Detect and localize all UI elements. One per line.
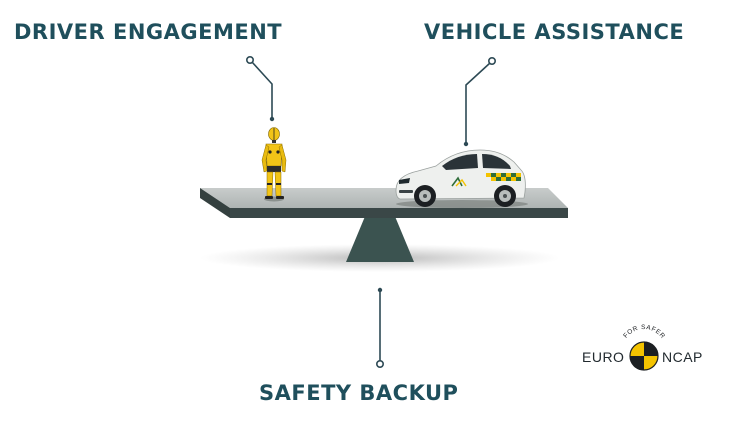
- vehicle-assistance-label: VEHICLE ASSISTANCE: [424, 20, 685, 44]
- driver-engagement-label: DRIVER ENGAGEMENT: [14, 20, 283, 44]
- fulcrum: [346, 214, 414, 262]
- logo-ncap-text: NCAP: [662, 349, 703, 365]
- driver-connector: [246, 55, 275, 122]
- safety-connector: [375, 287, 384, 368]
- crash-test-dummy-icon: [261, 127, 287, 202]
- svg-text:FOR SAFER CARS: FOR SAFER CARS: [0, 0, 666, 340]
- euro-ncap-logo: FOR SAFER CARS: [0, 0, 666, 371]
- safety-backup-label: SAFETY BACKUP: [259, 381, 459, 405]
- vehicle-connector: [463, 56, 496, 147]
- car-icon: [395, 149, 528, 208]
- checker-stripe: [486, 173, 521, 181]
- logo-euro-text: EURO: [582, 349, 625, 365]
- logo-arc-text: FOR SAFER CARS: [0, 0, 666, 340]
